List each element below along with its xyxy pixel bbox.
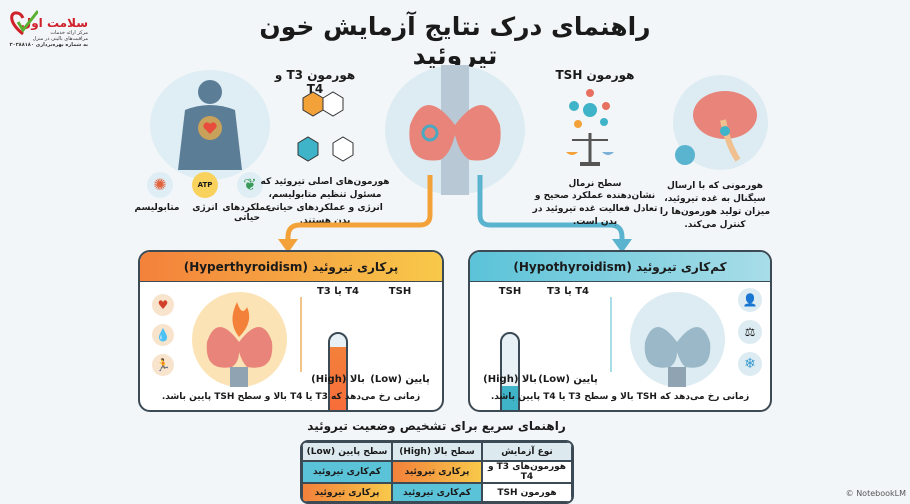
table-title: راهنمای سریع برای تشخیص وضعیت تیروئید bbox=[307, 419, 566, 433]
level-label: پایین (Low) bbox=[538, 374, 598, 385]
heartbeat-icon: ♥ bbox=[152, 294, 174, 316]
table-cell: پرکاری تیروئید bbox=[302, 483, 392, 502]
running-person-icon: 🏃 bbox=[152, 354, 174, 376]
connector-arrows bbox=[278, 175, 632, 253]
hyperthyroidism-title: پرکاری تیروئید (Hyperthyroidism) bbox=[140, 252, 442, 282]
level-label: بالا (High) bbox=[483, 374, 537, 385]
tsh-heading: هورمون TSH bbox=[555, 68, 635, 82]
column-header: نوع آزمایش bbox=[482, 442, 572, 461]
human-body-icon bbox=[178, 80, 242, 170]
t3t4-heading: هورمون T3 و T4 bbox=[274, 68, 356, 96]
logo-line: مرکز ارائه خدمات bbox=[50, 30, 88, 36]
t3t4-description: هورمون‌های اصلی تیروئید که مسئول تنظیم م… bbox=[260, 177, 390, 226]
sweat-drop-icon: 💧 bbox=[152, 324, 174, 346]
tsh-normal-text: نشان‌دهنده عملکرد صحیح و تعادل فعالیت غد… bbox=[532, 191, 658, 227]
molecule-structure-icon bbox=[297, 91, 354, 162]
table-cell: هورمون‌های T3 و T4 bbox=[482, 461, 572, 483]
metabolism-icon: ✺ bbox=[147, 172, 173, 198]
brain-description: هورمونی که با ارسال سیگنال به غده تیروئی… bbox=[659, 181, 771, 230]
tube-name: T4 یا T3 bbox=[546, 286, 590, 297]
quick-guide-table: نوع آزمایش سطح بالا (High) سطح پایین (Lo… bbox=[300, 440, 574, 504]
hypothyroidism-title: کم‌کاری تیروئید (Hypothyroidism) bbox=[470, 252, 770, 282]
plant-icon: ❦ bbox=[237, 172, 263, 198]
table-cell: هورمون TSH bbox=[482, 483, 572, 502]
logo: سلامت اول مرکز ارائه خدمات مراقبت‌های با… bbox=[8, 10, 88, 48]
logo-line: مراقبت‌های بالینی در منزل bbox=[32, 36, 88, 42]
table-cell: کم‌کاری تیروئید bbox=[302, 461, 392, 483]
atp-energy-icon: ATP bbox=[192, 172, 218, 198]
logo-line: به شماره بهره‌برداری ۳۰۳۸۸۱۸۰ bbox=[9, 42, 89, 48]
tsh-normal-title: سطح نرمال bbox=[568, 179, 622, 189]
level-label: پایین (Low) bbox=[370, 374, 430, 385]
heart-check-icon bbox=[10, 10, 38, 36]
level-label: بالا (High) bbox=[311, 374, 365, 385]
tsh-level-tube bbox=[500, 332, 520, 410]
t3t4-level-tube bbox=[328, 332, 348, 410]
table-cell: کم‌کاری تیروئید bbox=[392, 483, 482, 502]
weight-scale-icon: ⚖ bbox=[738, 320, 762, 344]
hypothyroidism-footer: زمانی رخ می‌دهد که TSH بالا و سطح T3 یا … bbox=[490, 392, 750, 402]
icon-label: عملکردهای حیاتی bbox=[222, 203, 272, 223]
table-cell: پرکاری تیروئید bbox=[392, 461, 482, 483]
table-header-row: نوع آزمایش سطح بالا (High) سطح پایین (Lo… bbox=[302, 442, 572, 461]
table-row: هورمون‌های T3 و T4 پرکاری تیروئید کم‌کار… bbox=[302, 461, 572, 483]
thyroid-illustration bbox=[385, 65, 525, 195]
cold-thyroid-icon bbox=[630, 292, 725, 387]
thyroid-gland-icon bbox=[409, 65, 501, 195]
hyperthyroidism-footer: زمانی رخ می‌دهد که T3 یا T4 بالا و سطح T… bbox=[161, 392, 421, 402]
tube-name: TSH bbox=[498, 286, 522, 297]
column-header: سطح بالا (High) bbox=[392, 442, 482, 461]
inflamed-thyroid-icon bbox=[192, 292, 287, 387]
logo-name: سلامت اول bbox=[20, 16, 88, 30]
watermark: © NotebookLM bbox=[845, 489, 906, 498]
icon-label: متابولیسم bbox=[134, 203, 180, 213]
snowflake-icon: ❄ bbox=[738, 352, 762, 376]
table-row: هورمون TSH کم‌کاری تیروئید پرکاری تیروئی… bbox=[302, 483, 572, 502]
brain-illustration bbox=[673, 75, 768, 170]
page-title: راهنمای درک نتایج آزمایش خون تیروئید bbox=[259, 12, 651, 70]
tired-person-icon: 👤 bbox=[738, 288, 762, 312]
icon-label: انرژی bbox=[192, 203, 218, 213]
tube-name: TSH bbox=[388, 286, 412, 297]
column-header: سطح پایین (Low) bbox=[302, 442, 392, 461]
body-illustration bbox=[150, 70, 270, 180]
brain-icon bbox=[675, 91, 757, 165]
hyperthyroidism-panel: پرکاری تیروئید (Hyperthyroidism) ♥ 💧 🏃 T… bbox=[138, 250, 444, 412]
tsh-molecule-and-scale-icon bbox=[566, 89, 614, 166]
tube-name: T4 یا T3 bbox=[316, 286, 360, 297]
hypothyroidism-panel: کم‌کاری تیروئید (Hypothyroidism) TSH T4 … bbox=[468, 250, 772, 412]
